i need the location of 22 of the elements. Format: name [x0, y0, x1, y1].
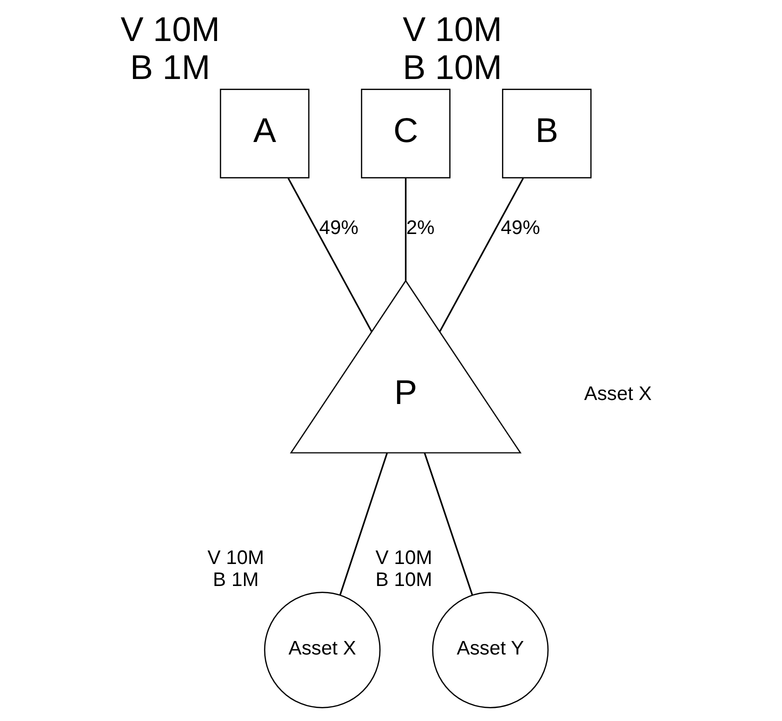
node-box: B	[502, 88, 592, 178]
node-box: A	[220, 88, 310, 178]
connector	[339, 452, 388, 596]
node-label: V 10M	[207, 546, 264, 569]
connector	[424, 452, 474, 596]
node-circle: Asset X	[264, 592, 381, 708]
node-label: B 1M	[130, 48, 210, 87]
node-label: B 10M	[402, 48, 502, 87]
node-label: B 10M	[376, 568, 432, 591]
edge-label: 2%	[406, 216, 435, 239]
connector	[439, 178, 524, 332]
label: Asset X	[584, 383, 652, 406]
edge-label: 49%	[500, 216, 540, 239]
connector	[404, 178, 407, 281]
node-label: V 10M	[376, 546, 432, 569]
edge-label: 49%	[319, 216, 358, 239]
node-circle: Asset Y	[432, 592, 549, 708]
node-box: C	[360, 88, 450, 178]
connector	[288, 178, 372, 332]
node-label: V 10M	[402, 10, 502, 49]
node-label: B 1M	[212, 568, 259, 591]
node-label: V 10M	[120, 10, 220, 49]
